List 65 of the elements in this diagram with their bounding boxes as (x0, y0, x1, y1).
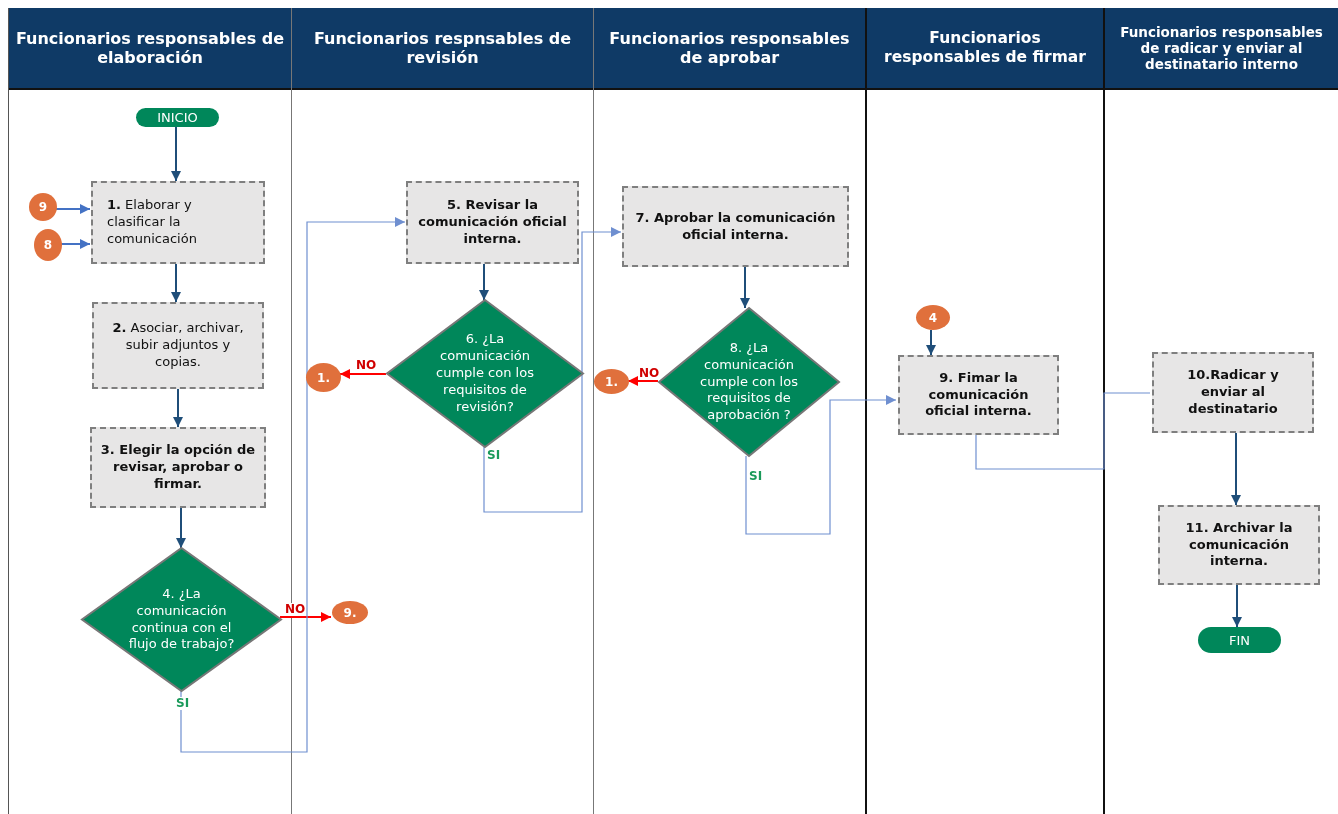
lane-header: Funcionarios responsables de radicar y enviar al destinatario interno (1105, 8, 1338, 90)
step-text: 7. Aprobar la comunicación oficial interna. (634, 209, 837, 244)
arrow (55, 204, 91, 214)
arrow (171, 263, 181, 303)
swimlane (865, 8, 1103, 814)
process-box (898, 355, 1059, 435)
connector-number: 9 (38, 200, 48, 214)
arrow (627, 376, 659, 386)
arrow (176, 507, 186, 549)
decision-diamond (82, 548, 281, 691)
decision-diamond (387, 300, 583, 447)
process-box (1152, 352, 1314, 433)
terminal-pill (136, 108, 219, 127)
process-box (90, 427, 266, 508)
step-text: 5. Revisar la comunicación oficial interna. (417, 197, 568, 248)
arrow (1232, 584, 1242, 628)
step-text: 9. Fimar la comunicación oficial interna. (924, 369, 1033, 421)
process-box (1158, 505, 1320, 585)
decision-text: 8. ¿La comunicación cumple con los requisitos de aprobación ? (699, 339, 799, 425)
arrow (483, 227, 622, 513)
swimlane (1103, 8, 1338, 814)
process-box (406, 181, 579, 264)
connector-circle (332, 601, 368, 624)
decision-text: 4. ¿La comunicación continua con el flujo de trabajo? (127, 585, 236, 654)
step-text: 1. Elaborar y clasificar la comunicación (107, 197, 198, 248)
process-box (91, 181, 265, 264)
step-text: 11. Archivar la comunicación interna. (1184, 519, 1294, 571)
arrow (745, 395, 897, 535)
arrow (171, 126, 181, 182)
arrow (60, 239, 91, 249)
step-text: 2. Asociar, archivar, subir adjuntos y copias. (111, 320, 245, 371)
lane-header: Funcionarios responsables de elaboración (9, 8, 291, 90)
edge-label: SI (175, 697, 191, 711)
step-text: 3. Elegir la opción de revisar, aprobar o firmar. (100, 442, 256, 493)
arrow (339, 369, 387, 379)
connector-circle (29, 193, 57, 221)
arrow (1231, 432, 1241, 506)
arrow (926, 329, 936, 356)
swimlane (593, 8, 865, 814)
arrow (479, 263, 489, 301)
step-text: 10.Radicar y enviar al destinatario (1186, 367, 1280, 418)
connector-number: 1. (605, 374, 618, 389)
connector-number: 9. (343, 605, 357, 620)
process-box (622, 186, 849, 267)
decision-text: 6. ¿La comunicación cumple con los requisitos de revisión? (435, 331, 535, 416)
arrow (740, 266, 750, 309)
lane-header: Funcionarios respnsables de revisión (292, 8, 593, 90)
arrow (180, 217, 406, 753)
connector-circle (34, 229, 62, 261)
edge-label: NO (284, 603, 307, 617)
process-box (92, 302, 264, 389)
terminal-pill (1198, 627, 1281, 653)
connector-circle (916, 305, 950, 330)
connector-circle (594, 369, 629, 394)
decision-diamond (659, 308, 839, 456)
connector-circle (306, 363, 341, 392)
connector-number: 8 (43, 238, 53, 252)
arrow (173, 388, 183, 428)
lane-header: Funcionarios responsables de aprobar (594, 8, 865, 90)
connector-number: 1. (317, 370, 330, 385)
arrow (279, 612, 332, 622)
connector-number: 4 (928, 310, 938, 325)
lane-header: Funcionarios responsables de firmar (867, 8, 1103, 90)
step-text: INICIO (157, 110, 198, 125)
step-text: FIN (1228, 632, 1250, 648)
